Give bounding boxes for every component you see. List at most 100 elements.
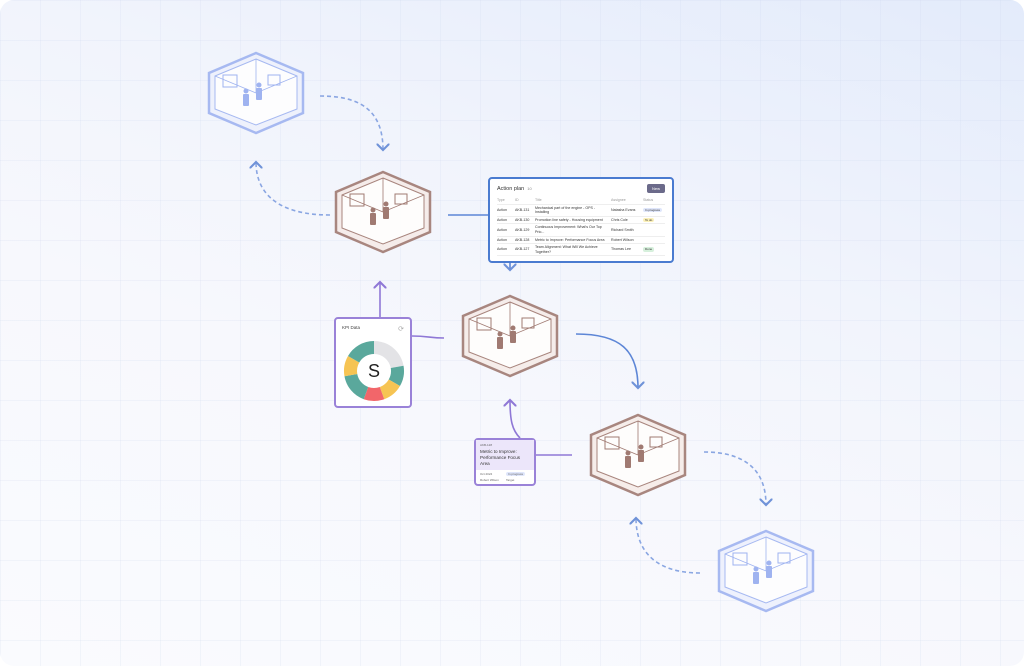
cell-title: Metric to Improve: Performance Focus Are…	[535, 237, 605, 242]
donut-segment	[379, 379, 400, 400]
cell-id: AKB-130	[515, 217, 530, 222]
person-head-icon	[638, 444, 644, 450]
dashed-arrow-1	[319, 95, 383, 150]
cell-status: In progress	[643, 207, 663, 213]
donut-segment	[344, 356, 360, 377]
cell-title: Promotion line safety - Housing equipmen…	[535, 217, 603, 222]
room-blue-top[interactable]	[207, 51, 305, 135]
wall-frame-icon	[267, 74, 281, 86]
person-body-icon	[370, 213, 376, 225]
table-row[interactable]: Action AKB-130 Promotion line safety - Hou…	[497, 217, 665, 225]
kpi-title: KPI Data	[342, 325, 361, 330]
person-body-icon	[510, 331, 516, 343]
kpi-card[interactable]: KPI Data ⟳ S	[334, 317, 412, 408]
column-header[interactable]: Assignee	[611, 198, 626, 202]
person-body-icon	[766, 566, 772, 578]
cell-type: Action	[497, 207, 507, 212]
metric-owner: Robert Wilson	[480, 478, 499, 482]
person-body-icon	[753, 572, 759, 584]
metric-title: Metric to Improve: Performance Focus Are…	[480, 449, 521, 466]
line-kpi-to-room	[411, 335, 445, 339]
kpi-donut-chart: S	[344, 341, 404, 401]
people-icons	[497, 325, 516, 349]
column-header[interactable]: Title	[535, 198, 542, 202]
person-body-icon	[497, 337, 503, 349]
cell-id: AKB-131	[515, 207, 530, 212]
person-body-icon	[243, 94, 249, 106]
metric-date: Oct 2024	[480, 472, 493, 476]
donut-center-letter: S	[368, 361, 380, 381]
action-plan-title: Action plan	[497, 185, 525, 192]
person-head-icon	[370, 207, 376, 213]
person-body-icon	[256, 88, 262, 100]
cell-type: Action	[497, 247, 507, 252]
wall-frame-icon	[732, 552, 748, 566]
person-head-icon	[243, 88, 249, 94]
cell-id: AKB-129	[515, 227, 530, 232]
new-button[interactable]: New	[646, 184, 665, 193]
metric-card-header: AKB-128 Metric to Improve: Performance F…	[476, 440, 534, 470]
cell-type: Action	[497, 227, 507, 232]
person-head-icon	[383, 201, 389, 207]
donut-segment	[348, 341, 374, 363]
action-plan-count: 10	[527, 185, 532, 191]
metric-status: In progress	[506, 472, 526, 476]
person-head-icon	[753, 566, 759, 572]
wall-frame-icon	[222, 74, 238, 88]
column-header[interactable]: Status	[643, 198, 654, 202]
metric-card-details: Oct 2024 In progress Robert Wilson Targe…	[476, 470, 534, 484]
cell-assignee: Chris Cole	[611, 217, 628, 222]
room-blue-bottom[interactable]	[717, 529, 815, 613]
person-head-icon	[625, 450, 631, 456]
table-row[interactable]: Action AKB-131 Mechanical part of the engi…	[497, 205, 665, 217]
room-brown-1[interactable]	[334, 170, 432, 254]
table-body: Action AKB-131 Mechanical part of the engi…	[497, 205, 665, 257]
cell-type: Action	[497, 217, 507, 222]
person-head-icon	[766, 560, 772, 566]
column-header[interactable]: Type	[497, 198, 505, 202]
cell-title: Mechanical part of the engine - OPS - In…	[535, 205, 596, 215]
wall-frame-icon	[777, 552, 791, 564]
wall-frame-icon	[604, 436, 620, 450]
person-body-icon	[383, 207, 389, 219]
cell-id: AKB-127	[515, 247, 530, 252]
wall-frame-icon	[649, 436, 663, 448]
wall-frame-icon	[394, 193, 408, 205]
cell-status: To do	[643, 217, 655, 223]
wall-frame-icon	[349, 193, 365, 207]
person-body-icon	[638, 450, 644, 462]
metric-card[interactable]: AKB-128 Metric to Improve: Performance F…	[474, 438, 536, 486]
table-header: Type ID Title Assignee Status	[497, 197, 665, 205]
donut-segment	[374, 341, 404, 369]
cell-assignee: Robert Wilson	[611, 237, 634, 242]
arrow-room-to-room	[575, 333, 638, 388]
person-head-icon	[510, 325, 516, 331]
room-nodes	[207, 51, 815, 613]
wall-frame-icon	[521, 317, 535, 329]
column-header[interactable]: ID	[515, 198, 519, 202]
cell-type: Action	[497, 237, 507, 242]
dashed-arrow-3	[703, 451, 766, 505]
person-head-icon	[256, 82, 262, 88]
people-icons	[753, 560, 772, 584]
donut-segment	[363, 386, 385, 401]
cell-assignee: Thomas Lee	[611, 247, 631, 252]
cell-assignee: Richard Smith	[611, 227, 634, 232]
room-brown-3[interactable]	[589, 413, 687, 497]
room-brown-2[interactable]	[461, 294, 559, 378]
donut-segment	[344, 373, 369, 400]
refresh-icon[interactable]: ⟳	[398, 326, 404, 333]
wall-frame-icon	[476, 317, 492, 331]
cell-assignee: Natasha Evans	[611, 207, 636, 212]
people-icons	[243, 82, 262, 106]
dashed-arrow-2	[256, 162, 331, 216]
arrow-metric-to-room	[510, 400, 521, 439]
